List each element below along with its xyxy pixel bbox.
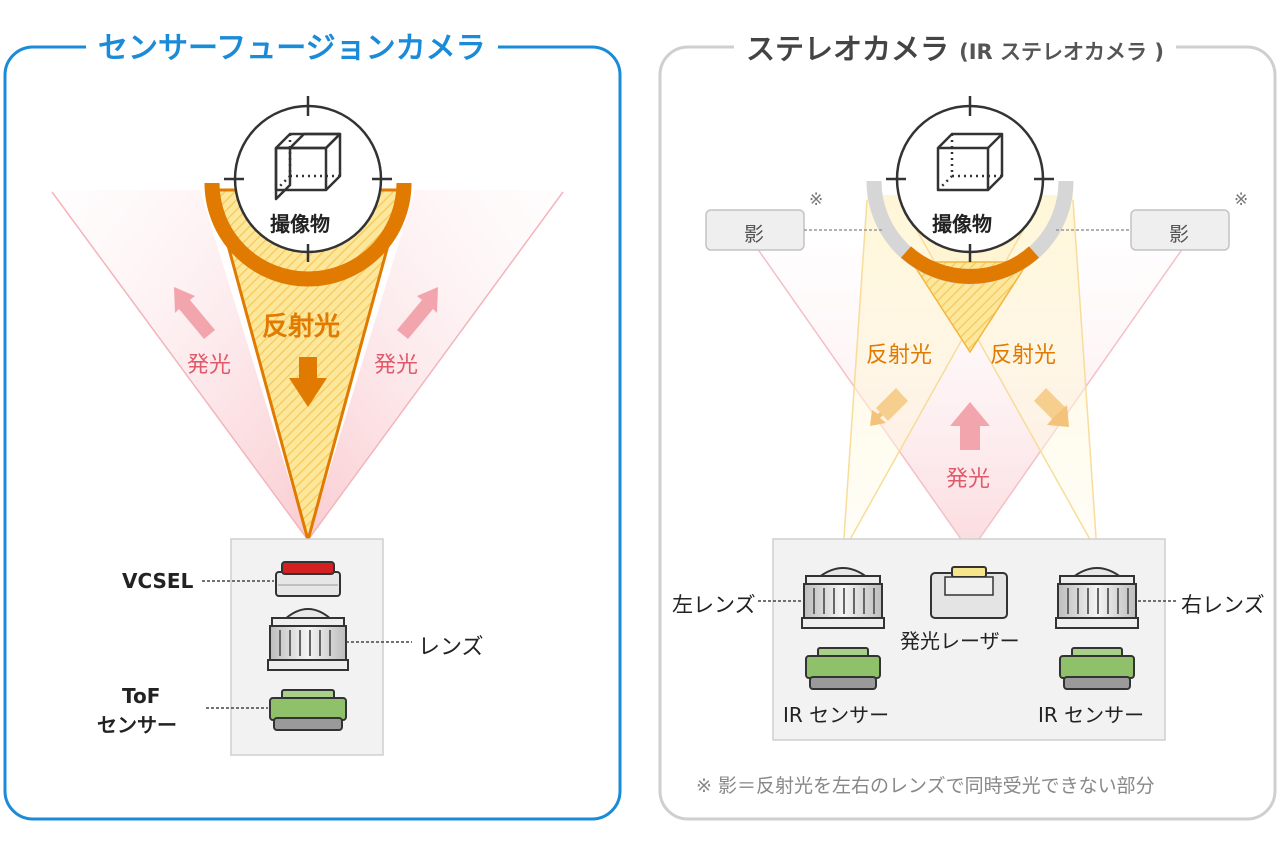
left-object-arc	[204, 182, 412, 287]
right-reflected-arrow-right	[1034, 388, 1069, 427]
laser-label: 発光レーザー	[900, 629, 1020, 653]
vcsel-label: VCSEL	[122, 569, 194, 593]
left-cube-icon	[274, 132, 342, 201]
left-emission-arrow-left	[174, 287, 215, 339]
left-lens-component	[267, 608, 349, 671]
right-emission-label: 発光	[946, 467, 991, 492]
ir-sensor-label-right: IR センサー	[1038, 703, 1145, 727]
right-left-lens-component	[801, 567, 885, 629]
right-reflected-arrow-left	[870, 388, 908, 426]
shadow-label-left: 影	[744, 222, 764, 246]
left-lens-label: レンズ	[418, 635, 484, 660]
tof-sensor-component	[269, 689, 347, 731]
right-panel-title: ステレオカメラ (IR ステレオカメラ )	[734, 27, 1176, 71]
left-panel-title: センサーフュージョンカメラ	[86, 27, 498, 71]
left-lens-label-right-panel: 左レンズ	[672, 593, 756, 617]
ir-sensor-label-left: IR センサー	[783, 703, 890, 727]
left-emission-arrow-right	[397, 287, 438, 339]
right-cube-icon	[936, 132, 1004, 192]
tof-label-line2: センサー	[97, 713, 177, 737]
right-reflected-label-left: 反射光	[866, 343, 933, 368]
shadow-label-right: 影	[1169, 222, 1189, 246]
right-emission-arrow-up	[950, 402, 990, 450]
ir-sensor-left-component	[805, 647, 881, 690]
shadow-mark-right: ※	[1234, 190, 1249, 210]
shadow-box-right	[1130, 209, 1230, 251]
left-emission-label-left: 発光	[187, 353, 232, 378]
left-reflected-arrow-down	[289, 357, 327, 407]
laser-component	[930, 566, 1008, 619]
right-reflected-label-right: 反射光	[990, 343, 1057, 368]
ir-sensor-right-component	[1059, 647, 1135, 690]
right-title-sub: (IR ステレオカメラ )	[959, 40, 1164, 64]
left-object-label: 撮像物	[270, 212, 330, 236]
left-reflected-label: 反射光	[262, 312, 341, 342]
shadow-mark-left: ※	[809, 190, 824, 210]
footnote: ※ 影＝反射光を左右のレンズで同時受光できない部分	[696, 775, 1155, 797]
left-emission-label-right: 発光	[374, 353, 419, 378]
right-title-main: ステレオカメラ	[746, 32, 950, 66]
right-object-arc	[901, 246, 1039, 284]
vcsel-component	[275, 561, 341, 597]
right-lens-label: 右レンズ	[1181, 593, 1265, 617]
tof-label-line1: ToF	[122, 684, 161, 708]
right-object-label: 撮像物	[932, 212, 992, 236]
right-right-lens-component	[1055, 567, 1139, 629]
